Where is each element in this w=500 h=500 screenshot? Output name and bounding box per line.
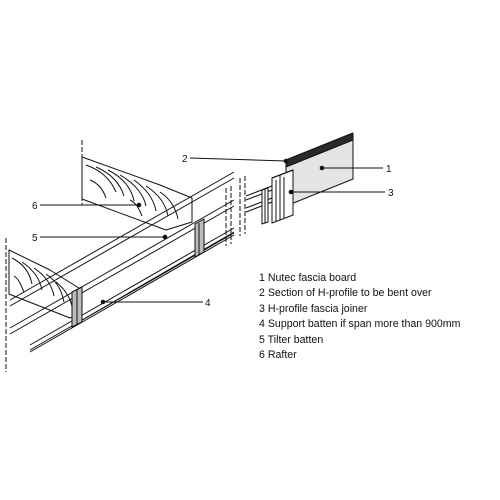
legend: 1 Nutec fascia board 2 Section of H-prof… bbox=[259, 271, 460, 363]
fascia-board bbox=[285, 132, 354, 207]
break-lines-middle bbox=[225, 186, 232, 246]
callout-5: 5 bbox=[32, 233, 38, 244]
callout-4: 4 bbox=[205, 298, 211, 309]
legend-item: 1 Nutec fascia board bbox=[259, 272, 357, 284]
leader-lines bbox=[40, 157, 385, 305]
callout-2: 2 bbox=[182, 154, 188, 165]
rafter-blocks bbox=[71, 218, 205, 328]
legend-item: 4 Support batten if span more than 900mm bbox=[259, 318, 461, 331]
legend-item: 5 Tilter batten bbox=[259, 333, 324, 346]
right-battens bbox=[245, 185, 273, 225]
legend-item: 6 Rafter bbox=[259, 349, 297, 362]
callout-3: 3 bbox=[388, 188, 394, 199]
rafter-upper bbox=[81, 156, 193, 231]
legend-item: 2 Section of H-profile to be bent over bbox=[259, 287, 432, 300]
break-lines-right bbox=[239, 176, 246, 236]
h-profile-joiner bbox=[271, 169, 294, 224]
break-lines-left bbox=[5, 140, 83, 372]
callout-6: 6 bbox=[32, 201, 38, 212]
callout-1: 1 bbox=[386, 164, 392, 175]
legend-item: 3 H-profile fascia joiner bbox=[259, 302, 368, 315]
